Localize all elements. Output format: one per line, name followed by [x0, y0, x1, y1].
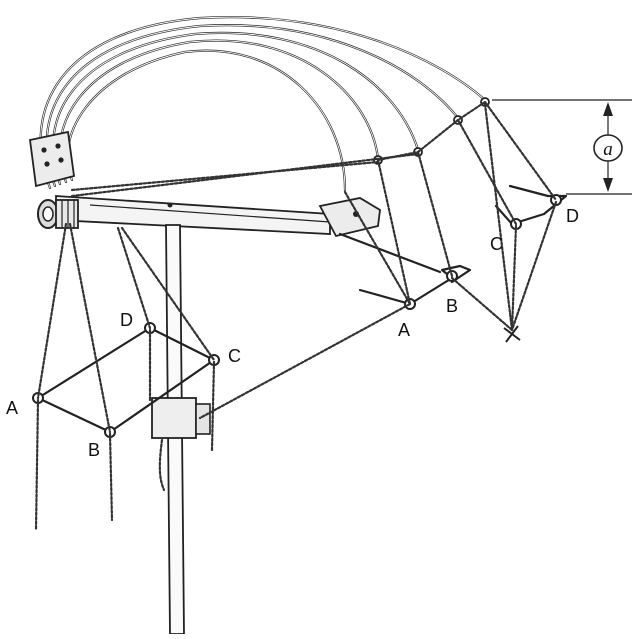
- lower-label-a: A: [6, 398, 18, 418]
- mounting-plate: [28, 130, 75, 188]
- dimension-marker: a: [492, 99, 632, 195]
- lower-label-b: B: [88, 440, 100, 460]
- corner-labels: A B C D A B C D: [6, 206, 579, 460]
- lower-label-d: D: [120, 310, 133, 330]
- upper-label-c: C: [490, 234, 503, 254]
- lower-label-c: C: [228, 346, 241, 366]
- horizontal-arm: [28, 130, 381, 238]
- upper-wire-frame: [338, 184, 568, 310]
- cord-knot: [503, 325, 521, 343]
- pole-clamp: [151, 397, 197, 439]
- upper-label-d: D: [566, 206, 579, 226]
- suspension-cords: [34, 100, 558, 532]
- upper-label-b: B: [446, 296, 458, 316]
- vertical-pole: [151, 224, 211, 635]
- dimension-label: a: [603, 139, 613, 160]
- upper-label-a: A: [398, 320, 410, 340]
